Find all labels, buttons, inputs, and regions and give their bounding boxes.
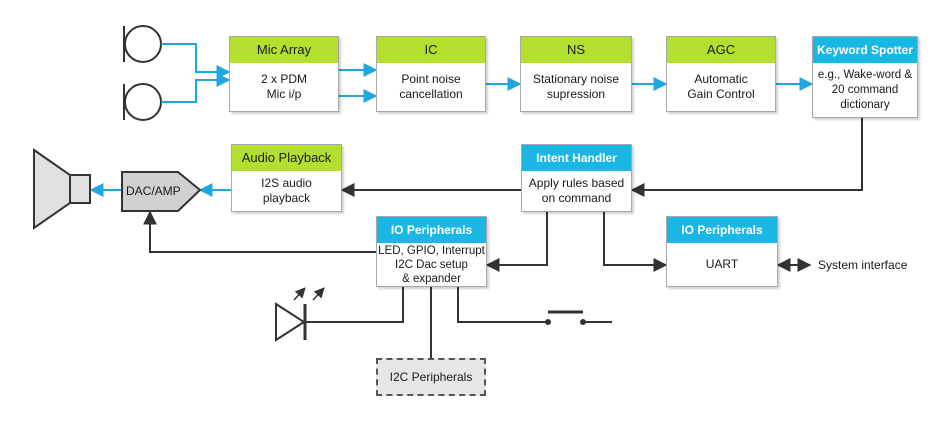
block-title: Intent Handler <box>522 145 631 171</box>
block-description: Apply rules based on command <box>528 176 625 205</box>
wire-mic1-to-mic-array <box>161 43 231 79</box>
block-title: Mic Array <box>230 37 338 63</box>
block-title: IO Peripherals <box>667 217 777 243</box>
block-title: IO Peripherals <box>377 217 486 243</box>
block-description: 2 x PDM Mic i/p <box>260 72 307 101</box>
switch-icon <box>545 310 586 325</box>
wire-intent-to-io-right <box>603 212 668 272</box>
wire-intent-to-io-left <box>485 212 548 272</box>
microphone-icon-bottom <box>123 83 162 121</box>
mic-array-block: Mic Array 2 x PDM Mic i/p <box>229 36 339 112</box>
microphone-icon-top <box>123 25 162 63</box>
dac-amp-shape <box>121 171 202 212</box>
io-peripherals-left-block: IO Peripherals LED, GPIO, Interrupt I2C … <box>376 216 487 287</box>
wire-io-to-led <box>305 287 404 323</box>
block-title: Keyword Spotter <box>813 37 917 63</box>
wire-io-left-to-dac <box>143 210 376 253</box>
i2c-peripherals-block: I2C Peripherals <box>376 358 486 396</box>
block-description: UART <box>705 257 739 271</box>
ns-block: NS Stationary noise supression <box>520 36 632 112</box>
agc-block: AGC Automatic Gain Control <box>666 36 776 112</box>
speaker-icon <box>33 148 91 230</box>
block-description: Stationary noise supression <box>532 72 620 101</box>
io-peripherals-right-block: IO Peripherals UART <box>666 216 778 287</box>
dac-amp-label: DAC/AMP <box>126 184 181 198</box>
system-interface-label: System interface <box>818 258 908 272</box>
wire-io-to-switch <box>457 287 548 323</box>
wire-mic2-to-mic-array <box>161 73 231 103</box>
block-description: I2S audio playback <box>261 176 312 205</box>
block-title: AGC <box>667 37 775 63</box>
keyword-spotter-block: Keyword Spotter e.g., Wake-word & 20 com… <box>812 36 918 118</box>
wire-keyword-to-intent <box>630 118 863 197</box>
block-description: e.g., Wake-word & 20 command dictionary <box>817 68 913 111</box>
audio-playback-block: Audio Playback I2S audio playback <box>231 144 342 212</box>
block-description: Automatic Gain Control <box>687 72 755 101</box>
block-title: IC <box>377 37 485 63</box>
block-title: NS <box>521 37 631 63</box>
block-description: LED, GPIO, Interrupt I2C Dac setup & exp… <box>378 244 485 285</box>
ic-block: IC Point noise cancellation <box>376 36 486 112</box>
block-title: Audio Playback <box>232 145 341 171</box>
block-description: Point noise cancellation <box>399 72 463 101</box>
led-icon <box>275 287 325 342</box>
intent-handler-block: Intent Handler Apply rules based on comm… <box>521 144 632 212</box>
